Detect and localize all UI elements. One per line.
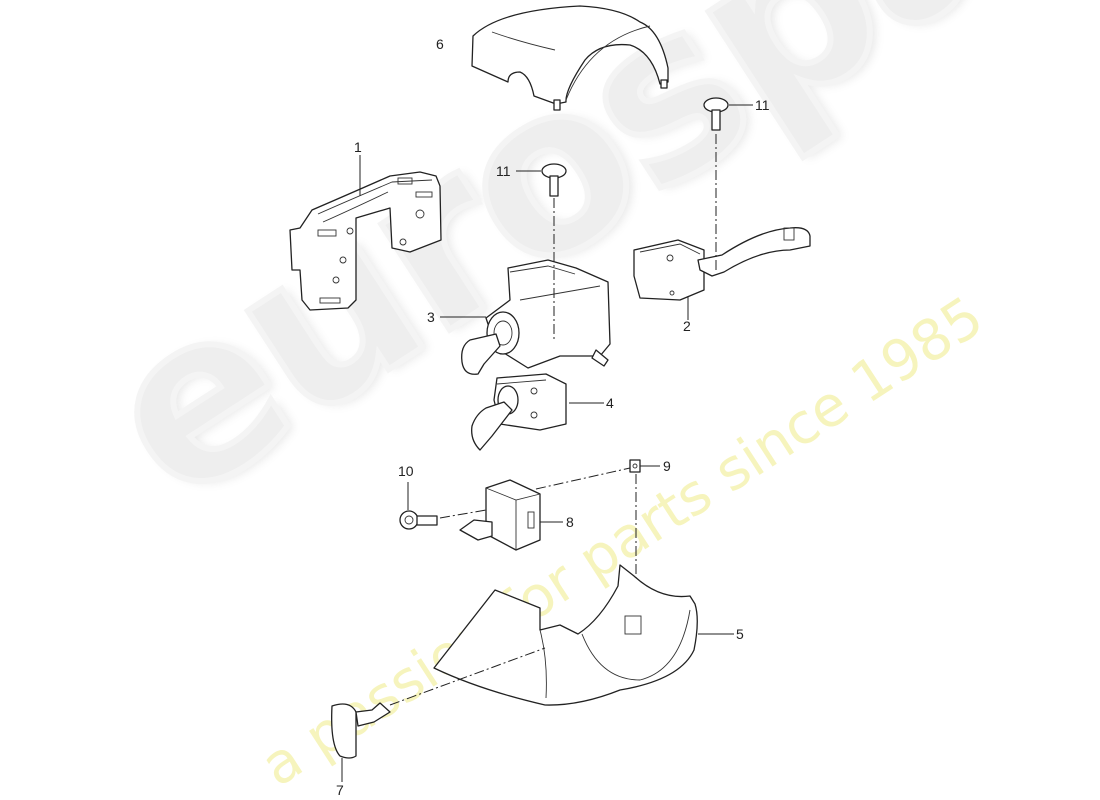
callout-7[interactable]: 7 <box>336 782 344 798</box>
part-6-upper-cover[interactable] <box>471 5 669 111</box>
part-11-screw-left[interactable] <box>516 163 567 340</box>
callout-10[interactable]: 10 <box>398 463 414 479</box>
callout-3[interactable]: 3 <box>427 309 435 325</box>
part-5-lower-cover[interactable] <box>389 564 734 706</box>
callout-2[interactable]: 2 <box>683 318 691 334</box>
callout-11-right[interactable]: 11 <box>755 97 770 113</box>
part-8-control-box[interactable] <box>459 467 631 551</box>
part-11-screw-right[interactable] <box>703 97 753 270</box>
part-7-cover-plug[interactable] <box>331 702 391 782</box>
callout-5[interactable]: 5 <box>736 626 744 642</box>
part-10-screw[interactable] <box>399 482 487 530</box>
callout-4[interactable]: 4 <box>606 395 614 411</box>
part-2-wiper-lever-switch[interactable] <box>633 227 811 320</box>
callout-11-left[interactable]: 11 <box>496 163 511 179</box>
callout-1[interactable]: 1 <box>354 139 362 155</box>
part-1-switch-module[interactable] <box>289 155 442 311</box>
part-3-turn-signal-switch[interactable] <box>440 259 611 375</box>
part-4-cruise-lever-switch[interactable] <box>471 373 604 451</box>
callout-9[interactable]: 9 <box>663 458 671 474</box>
callout-6[interactable]: 6 <box>436 36 444 52</box>
callout-8[interactable]: 8 <box>566 514 574 530</box>
